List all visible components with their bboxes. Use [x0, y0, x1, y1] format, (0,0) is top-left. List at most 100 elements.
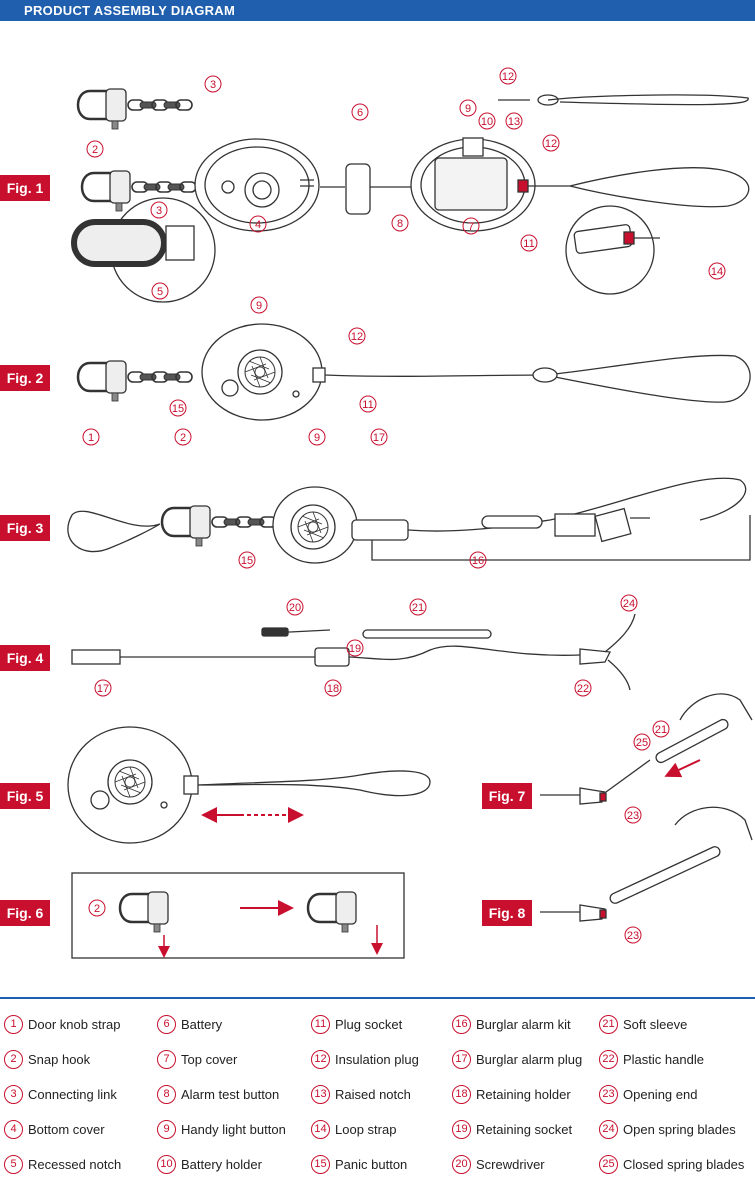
legend-item: 13 Raised notch: [311, 1084, 411, 1104]
legend-number: 15: [311, 1154, 330, 1174]
legend-number: 5: [4, 1154, 23, 1174]
legend-label: Snap hook: [28, 1051, 91, 1067]
svg-text:23: 23: [627, 810, 639, 822]
legend-label: Burglar alarm kit: [476, 1016, 571, 1032]
svg-text:7: 7: [468, 221, 474, 233]
svg-text:11: 11: [362, 399, 373, 411]
legend-item: 18 Retaining holder: [452, 1084, 571, 1104]
legend-label: Top cover: [181, 1051, 238, 1067]
legend-number: 18: [452, 1084, 471, 1104]
legend-number: 16: [452, 1014, 471, 1034]
legend-number: 19: [452, 1119, 471, 1139]
legend-item: 23 Opening end: [599, 1084, 697, 1104]
legend-label: Handy light button: [181, 1121, 286, 1137]
fig-3-label: Fig. 3: [0, 515, 50, 541]
legend-item: 19 Retaining socket: [452, 1119, 572, 1139]
fig-7-label: Fig. 7: [482, 783, 532, 809]
legend-item: 25 Closed spring blades: [599, 1154, 744, 1174]
svg-text:2: 2: [94, 903, 100, 915]
legend-label: Soft sleeve: [623, 1016, 688, 1032]
svg-text:2: 2: [92, 144, 98, 156]
svg-text:14: 14: [711, 266, 723, 278]
fig-8-label: Fig. 8: [482, 900, 532, 926]
svg-text:25: 25: [636, 737, 648, 749]
svg-text:11: 11: [523, 238, 534, 250]
svg-text:6: 6: [357, 107, 363, 119]
legend-number: 7: [157, 1049, 176, 1069]
legend-item: 5 Recessed notch: [4, 1154, 121, 1174]
svg-text:21: 21: [412, 602, 424, 614]
fig-2-label: Fig. 2: [0, 365, 50, 391]
legend-item: 7 Top cover: [157, 1049, 237, 1069]
legend-number: 24: [599, 1119, 618, 1139]
legend-number: 8: [157, 1084, 176, 1104]
svg-text:12: 12: [545, 138, 557, 150]
legend-number: 21: [599, 1014, 618, 1034]
fig-4-label: Fig. 4: [0, 645, 50, 671]
legend-label: Screwdriver: [476, 1156, 545, 1172]
fig-1-label: Fig. 1: [0, 175, 50, 201]
legend-number: 17: [452, 1049, 471, 1069]
fig-5-label: Fig. 5: [0, 783, 50, 809]
legend-number: 22: [599, 1049, 618, 1069]
legend-number: 11: [311, 1014, 330, 1034]
legend-label: Plug socket: [335, 1016, 403, 1032]
svg-text:24: 24: [623, 598, 635, 610]
svg-text:22: 22: [577, 683, 589, 695]
legend-divider: [0, 997, 755, 999]
legend-label: Connecting link: [28, 1086, 117, 1102]
svg-text:9: 9: [314, 432, 320, 444]
legend-label: Recessed notch: [28, 1156, 122, 1172]
legend-number: 25: [599, 1154, 618, 1174]
svg-text:21: 21: [655, 724, 667, 736]
legend-number: 1: [4, 1014, 23, 1034]
legend-item: 21 Soft sleeve: [599, 1014, 687, 1034]
legend-number: 4: [4, 1119, 23, 1139]
legend-item: 10 Battery holder: [157, 1154, 262, 1174]
legend-label: Opening end: [623, 1086, 698, 1102]
legend-label: Alarm test button: [181, 1086, 280, 1102]
legend-label: Door knob strap: [28, 1016, 121, 1032]
legend-label: Retaining socket: [476, 1121, 573, 1137]
legend-item: 1 Door knob strap: [4, 1014, 121, 1034]
legend-label: Insulation plug: [335, 1051, 419, 1067]
legend-number: 10: [157, 1154, 176, 1174]
svg-text:23: 23: [627, 930, 639, 942]
svg-text:1: 1: [88, 432, 94, 444]
legend-label: Battery holder: [181, 1156, 262, 1172]
svg-text:19: 19: [349, 643, 361, 655]
legend-number: 9: [157, 1119, 176, 1139]
legend-number: 3: [4, 1084, 23, 1104]
fig-6-label: Fig. 6: [0, 900, 50, 926]
svg-text:5: 5: [157, 286, 163, 298]
legend-item: 8 Alarm test button: [157, 1084, 279, 1104]
legend-item: 2 Snap hook: [4, 1049, 90, 1069]
svg-text:8: 8: [397, 218, 403, 230]
svg-text:9: 9: [465, 103, 471, 115]
svg-text:9: 9: [256, 300, 262, 312]
svg-text:2: 2: [180, 432, 186, 444]
svg-text:15: 15: [241, 555, 253, 567]
legend-label: Battery: [181, 1016, 223, 1032]
svg-text:18: 18: [327, 683, 339, 695]
legend-item: 11 Plug socket: [311, 1014, 402, 1034]
header-bar: PRODUCT ASSEMBLY DIAGRAM: [0, 0, 755, 21]
svg-text:12: 12: [502, 71, 514, 83]
legend-number: 2: [4, 1049, 23, 1069]
legend-label: Raised notch: [335, 1086, 411, 1102]
legend-number: 6: [157, 1014, 176, 1034]
legend-number: 13: [311, 1084, 330, 1104]
legend-label: Closed spring blades: [623, 1156, 745, 1172]
legend-label: Retaining holder: [476, 1086, 571, 1102]
svg-text:3: 3: [210, 79, 216, 91]
legend-number: 23: [599, 1084, 618, 1104]
svg-text:10: 10: [481, 116, 493, 128]
